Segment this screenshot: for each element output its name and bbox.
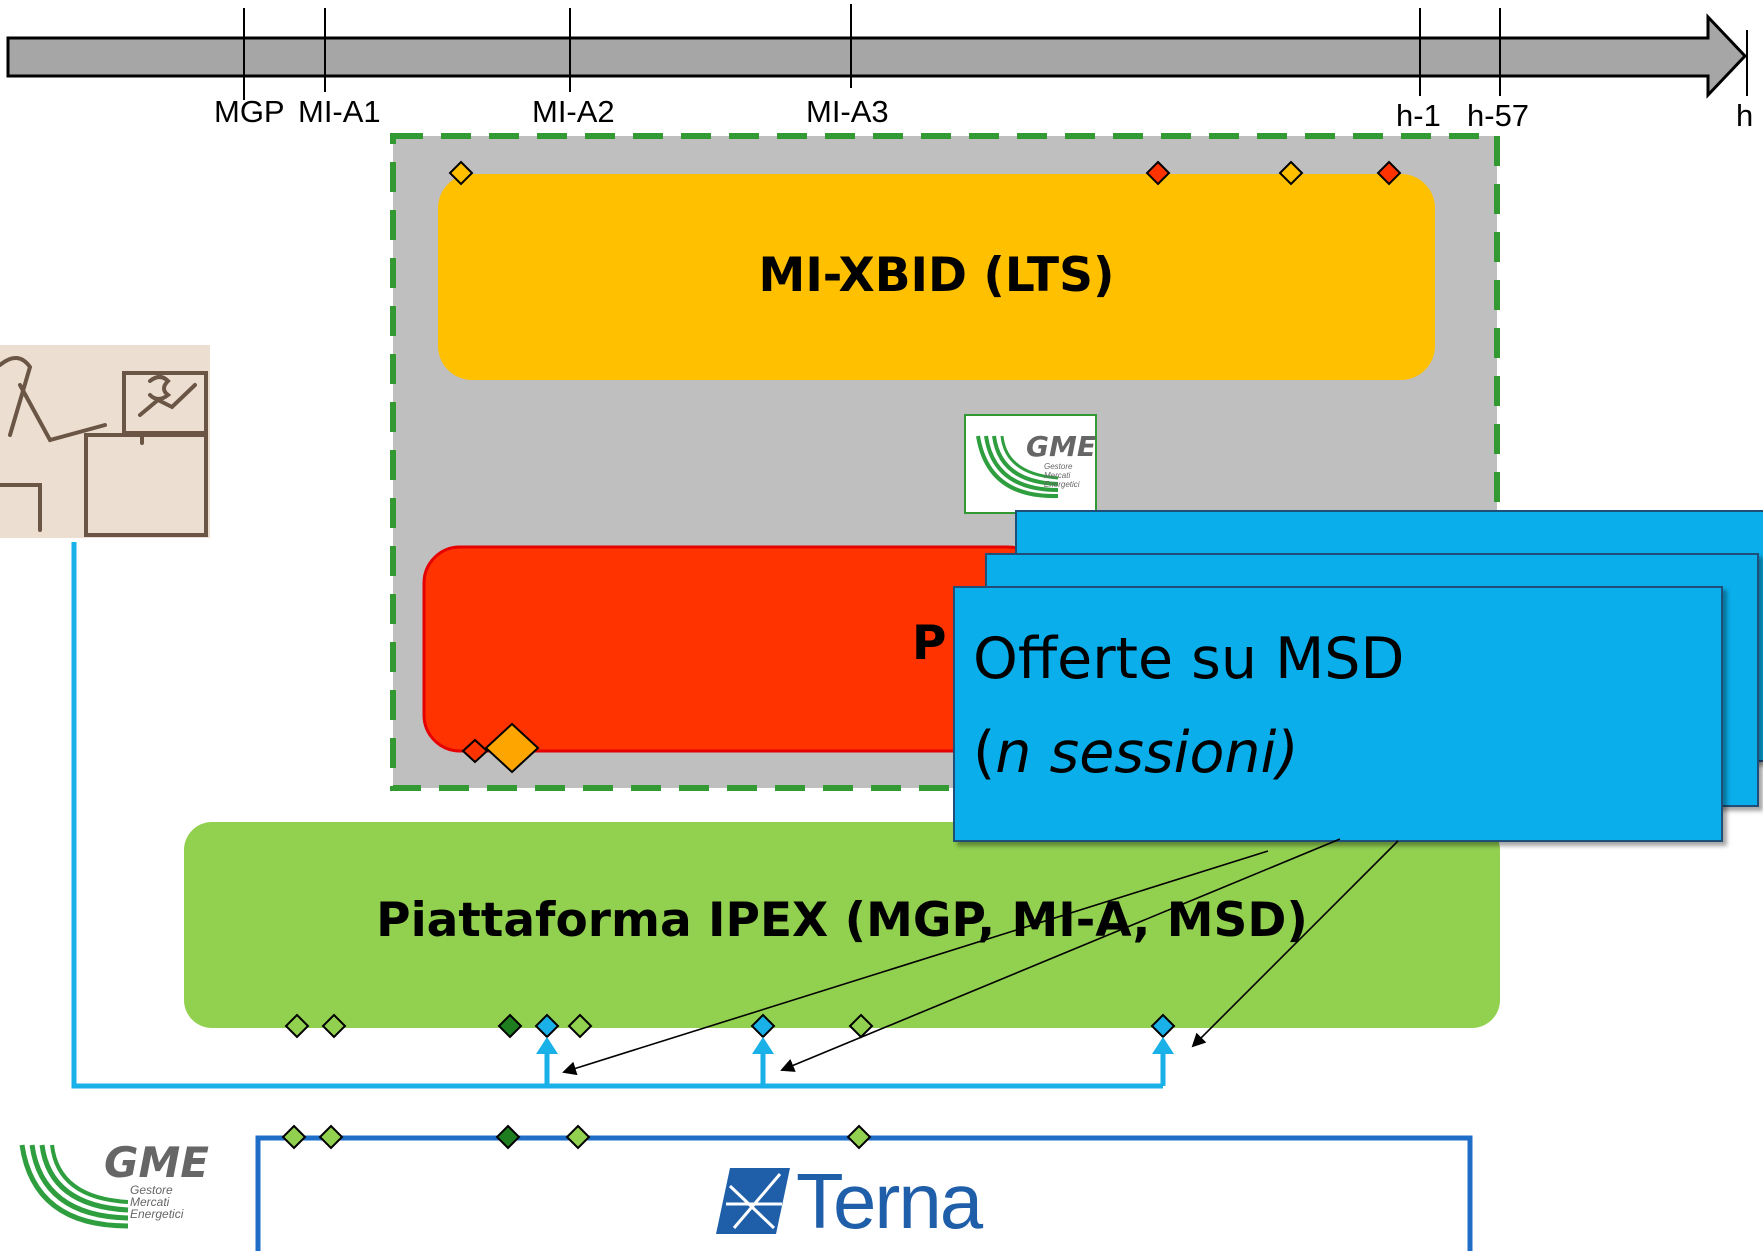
timeline-label-mi-a1: MI-A1 <box>298 94 381 129</box>
red-box-diamond-markers <box>461 722 540 774</box>
gme-brand-text: GME <box>1026 430 1096 463</box>
diamond-marker <box>281 1124 307 1150</box>
diamond-marker <box>567 1013 593 1039</box>
diamond-marker <box>1376 160 1402 186</box>
gme-brand-text: GME <box>104 1138 209 1187</box>
diamond-marker <box>497 1013 523 1039</box>
terna-mark-icon <box>716 1168 790 1234</box>
gme-logo <box>976 435 1059 499</box>
ipex-title: Piattaforma IPEX (MGP, MI-A, MSD) <box>376 893 1308 948</box>
timeline-label-mi-a3: MI-A3 <box>806 94 889 129</box>
timeline-label-h: h <box>1736 98 1754 133</box>
red-box-title: P <box>912 616 947 671</box>
timeline-label-mi-a2: MI-A2 <box>532 94 615 129</box>
gme-logo-bottom: GME Gestore Mercati Energetici <box>18 1138 209 1240</box>
msd-card-line2-italic: n sessioni) <box>995 720 1299 786</box>
timeline-label-h-1: h-1 <box>1396 98 1441 133</box>
arrow-up-icon-group <box>536 1037 1174 1054</box>
connector-lines <box>71 542 1166 1089</box>
diamond-marker <box>318 1124 344 1150</box>
timeline-label-h-57: h-57 <box>1467 98 1530 133</box>
diamond-marker <box>846 1124 872 1150</box>
msd-card-line2: (n sessioni) <box>973 720 1299 786</box>
gme-subtitle-line: Gestore <box>130 1183 173 1197</box>
diamond-marker <box>495 1124 521 1150</box>
terna-logo: Terna <box>716 1157 1016 1246</box>
diamond-marker <box>461 738 489 764</box>
diamond-marker <box>484 722 540 774</box>
xbid-box <box>438 174 1435 380</box>
gme-logo-center: GME Gestore Mercati Energetici <box>964 414 1097 514</box>
ipex-box <box>184 822 1500 1028</box>
ipex-diamond-markers <box>284 1013 1176 1039</box>
arrow-up-icon <box>536 1037 558 1054</box>
arrow-up-icon <box>1152 1037 1174 1054</box>
gme-logo <box>19 1144 129 1229</box>
trader-illustration <box>0 345 210 538</box>
diamond-marker <box>565 1124 591 1150</box>
msd-card-line1: Offerte su MSD <box>973 626 1405 692</box>
gme-subtitle-line: Energetici <box>130 1207 184 1221</box>
diamond-marker <box>448 160 474 186</box>
terna-diamond-markers <box>281 1124 872 1150</box>
gme-subtitle: Gestore Mercati Energetici <box>1044 462 1080 489</box>
gme-subtitle-line: Mercati <box>1044 471 1071 480</box>
arrow-up-icon <box>752 1037 774 1054</box>
gme-subtitle: Gestore Mercati Energetici <box>130 1184 183 1220</box>
terna-box <box>255 1135 1473 1251</box>
xbid-title: MI-XBID (LTS) <box>758 248 1115 303</box>
msd-card-front: Offerte su MSD (n sessioni) <box>953 586 1723 842</box>
gme-subtitle-line: Energetici <box>1044 480 1080 489</box>
gme-subtitle-line: Mercati <box>130 1195 170 1209</box>
diamond-marker <box>321 1013 347 1039</box>
diamond-marker <box>1278 160 1304 186</box>
trader-illustration-icon <box>0 356 208 537</box>
gme-subtitle-line: Gestore <box>1044 462 1073 471</box>
diamond-marker <box>284 1013 310 1039</box>
diamond-marker <box>1145 160 1171 186</box>
timeline-label-mgp: MGP <box>214 94 285 129</box>
msd-card-line2-prefix: ( <box>973 720 996 786</box>
terna-brand-text: Terna <box>796 1157 983 1245</box>
timeline-arrow <box>6 4 1748 100</box>
xbid-diamond-markers <box>448 160 1402 186</box>
